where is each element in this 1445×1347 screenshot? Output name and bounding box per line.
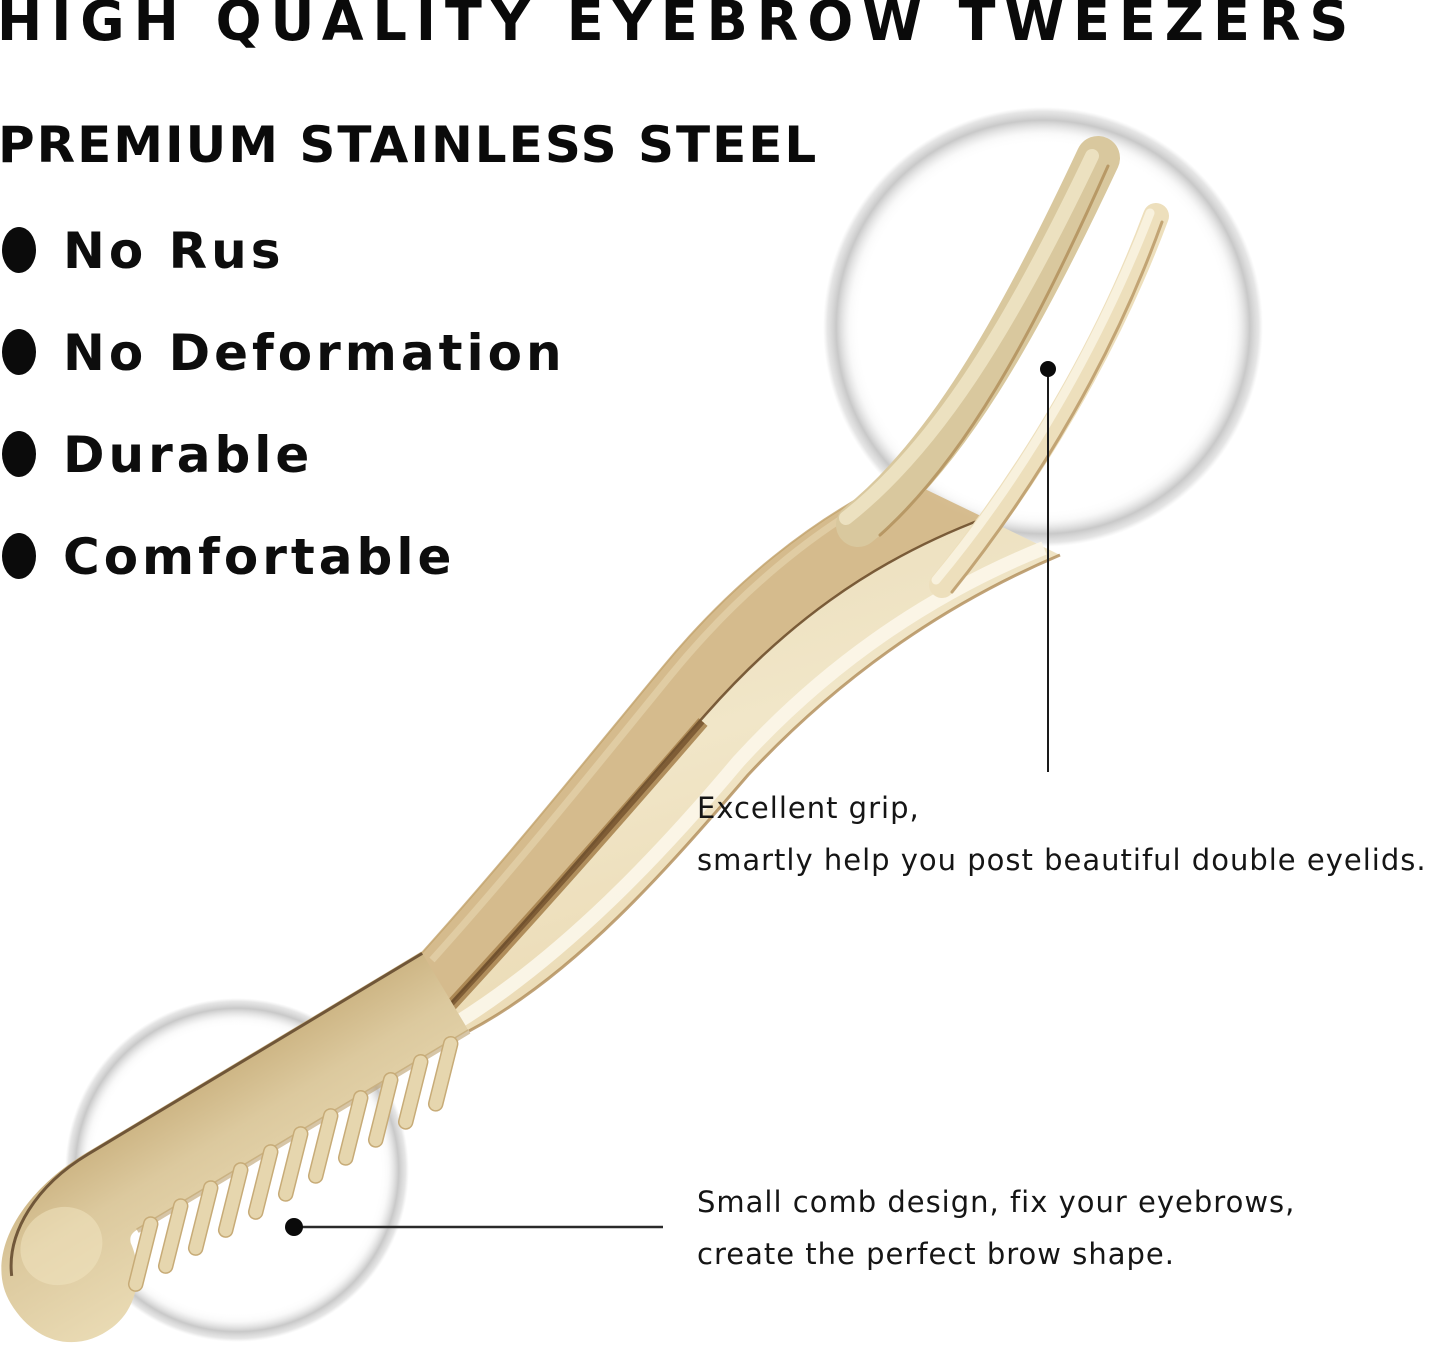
bullet-dot-icon (2, 431, 36, 477)
tweezer-tips (836, 136, 1169, 598)
bullet-dot-icon (2, 227, 36, 273)
feature-label: Comfortable (63, 528, 456, 586)
callout-tips-line-2: smartly help you post beautiful double e… (697, 843, 1427, 877)
bullet-dot-icon (2, 533, 36, 579)
callout-tips-line-1: Excellent grip, (697, 791, 920, 825)
feature-label: No Rus (63, 222, 285, 280)
comb-teeth (127, 1035, 459, 1292)
page-subtitle: PREMIUM STAINLESS STEEL (0, 116, 819, 174)
callout-comb-line-2: create the perfect brow shape. (697, 1237, 1175, 1271)
page-title: HIGH QUALITY EYEBROW TWEEZERS (0, 0, 1358, 54)
comb-paddle-highlight (20, 1206, 103, 1286)
callout-comb-line-1: Small comb design, fix your eyebrows, (697, 1185, 1296, 1219)
callout-graphics (285, 361, 1056, 1236)
feature-item: Durable (2, 426, 314, 484)
feature-label: Durable (63, 426, 314, 484)
tweezer-body (419, 476, 1061, 1033)
feature-item: No Rus (2, 222, 285, 280)
callout-comb-text: Small comb design, fix your eyebrows, cr… (697, 1176, 1295, 1280)
feature-item: No Deformation (2, 324, 566, 382)
callout-dot-tips (1040, 361, 1056, 377)
feature-label: No Deformation (63, 324, 566, 382)
feature-item: Comfortable (2, 528, 456, 586)
callout-tips-text: Excellent grip, smartly help you post be… (697, 782, 1427, 886)
comb-end (1, 951, 471, 1343)
bullet-dot-icon (2, 329, 36, 375)
callout-dot-comb (285, 1218, 303, 1236)
